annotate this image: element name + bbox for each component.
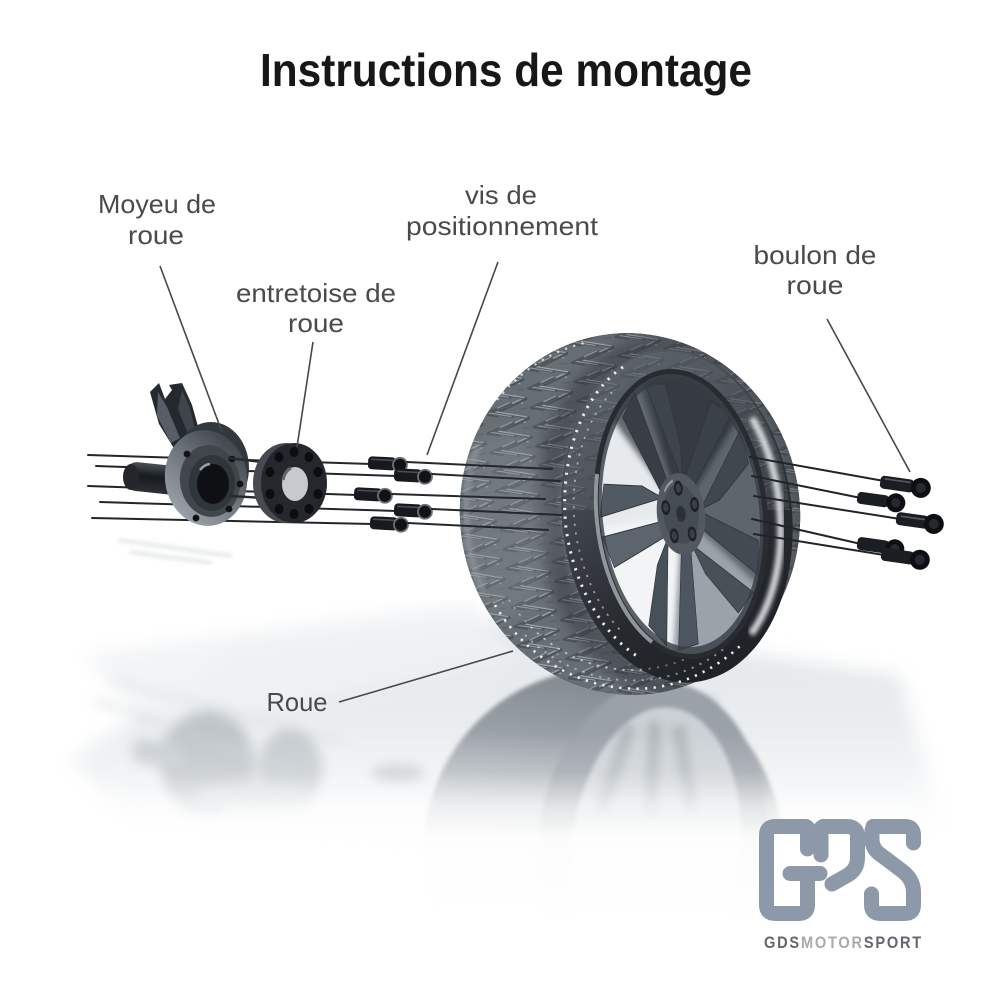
svg-text:vis de: vis de	[465, 180, 537, 210]
svg-text:GDSMOTORSPORT: GDSMOTORSPORT	[764, 934, 923, 952]
svg-text:roue: roue	[288, 308, 344, 338]
svg-text:boulon de: boulon de	[754, 240, 877, 270]
svg-text:entretoise de: entretoise de	[236, 278, 396, 308]
svg-text:Moyeu de: Moyeu de	[98, 189, 216, 219]
svg-text:roue: roue	[787, 270, 844, 300]
svg-text:Instructions de montage: Instructions de montage	[260, 44, 752, 96]
svg-text:roue: roue	[128, 220, 184, 250]
svg-text:Roue: Roue	[267, 687, 328, 717]
svg-text:positionnement: positionnement	[406, 211, 599, 241]
